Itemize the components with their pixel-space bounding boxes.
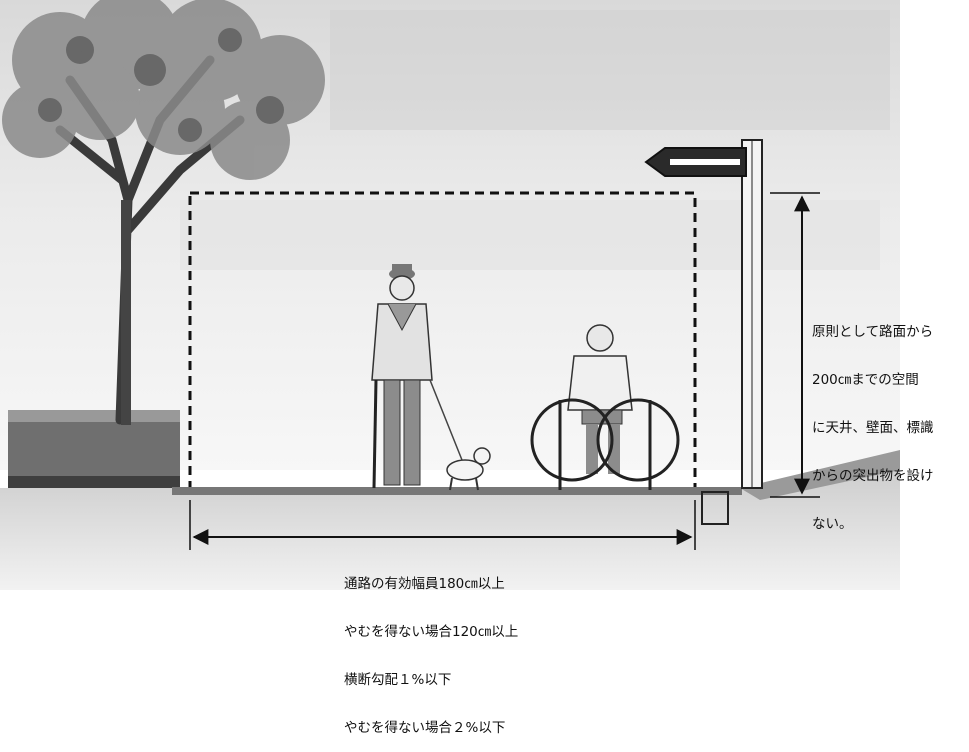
hedge bbox=[8, 410, 180, 488]
right-slope bbox=[740, 450, 900, 500]
clearance-note-line: に天井、壁面、標識 bbox=[812, 420, 934, 436]
width-note-line: 横断勾配１%以下 bbox=[344, 672, 452, 688]
width-note-line: 通路の有効幅員180㎝以上 bbox=[344, 576, 505, 592]
width-note: 通路の有効幅員180㎝以上 やむを得ない場合120㎝以上 横断勾配１%以下 やむ… bbox=[344, 544, 518, 752]
dog-figure bbox=[446, 447, 491, 491]
clearance-note-line: 原則として路面から bbox=[812, 324, 934, 340]
street-band bbox=[180, 200, 880, 270]
tree bbox=[2, 0, 325, 425]
width-note-line: やむを得ない場合120㎝以上 bbox=[344, 624, 519, 640]
clearance-note: 原則として路面から 200㎝までの空間 に天井、壁面、標識 からの突出物を設け … bbox=[812, 292, 934, 548]
wheelchair-user-figure bbox=[530, 324, 680, 490]
distant-haze bbox=[330, 10, 890, 130]
elderly-man-figure bbox=[371, 264, 463, 489]
walkway-illustration bbox=[0, 0, 900, 590]
gutter bbox=[701, 491, 729, 525]
width-note-line: やむを得ない場合２%以下 bbox=[344, 720, 506, 736]
clearance-note-line: ない。 bbox=[812, 516, 853, 532]
clearance-note-line: 200㎝までの空間 bbox=[812, 372, 919, 388]
clearance-note-line: からの突出物を設け bbox=[812, 468, 934, 484]
directional-sign bbox=[644, 139, 763, 489]
walkway-surface bbox=[172, 487, 742, 495]
